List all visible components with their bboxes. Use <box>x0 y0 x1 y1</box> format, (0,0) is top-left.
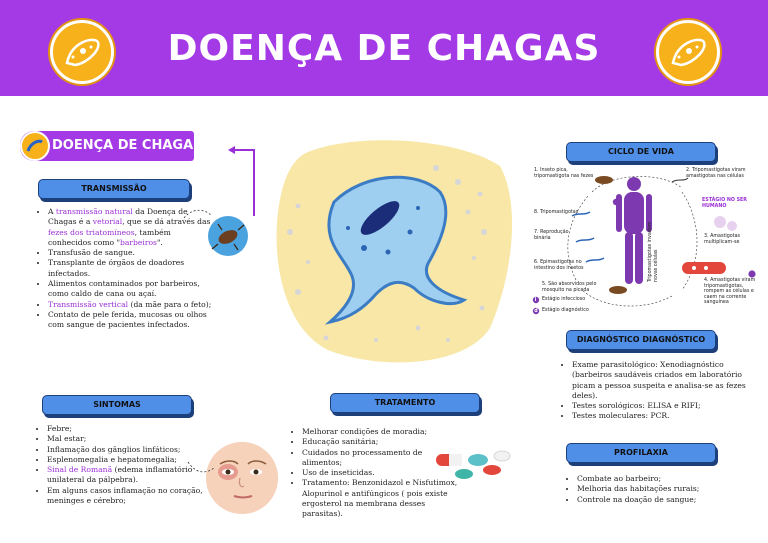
sintomas-heading: SINTOMAS <box>42 395 192 415</box>
cycle-vertical-label: Tripomastigotas invadem novas células <box>648 221 659 282</box>
dashed-arrow-icon-2 <box>187 461 215 473</box>
transmissao-list: A transmissão natural da Doença de Chaga… <box>36 207 212 331</box>
transmissao-item: Transfusão de sangue. <box>48 248 212 258</box>
cycle-step-5: 5. São absorvidos pelo mosquito na picad… <box>542 282 597 293</box>
diagnostico-item: Testes sorológicos: ELISA e RIFI; <box>572 401 750 411</box>
cycle-step-3: 3. Amastigotas multiplicam-se <box>704 234 741 245</box>
sintomas-list: Febre; Mal estar; Inflamação dos gânglio… <box>35 424 207 506</box>
tratamento-item: Cuidados no processamento de alimentos; <box>302 448 462 469</box>
stage-host-label: ESTÁGIO NO SER HUMANO <box>702 198 748 209</box>
diagnostico-item: Testes moleculares: PCR. <box>572 411 750 421</box>
cycle-step-6: 6. Epimastigotas no intestino dos inseto… <box>534 260 584 271</box>
tratamento-heading: TRATAMENTO <box>330 393 480 413</box>
transmissao-item: Transplante de órgãos de doadores infect… <box>48 258 212 279</box>
transmissao-item: Alimentos contaminados por barbeiros, co… <box>48 279 212 300</box>
trypanosoma-cell-icon <box>276 140 513 363</box>
side-title: DOENÇA DE CHAGAS <box>52 138 203 153</box>
face-icon <box>206 442 278 514</box>
tratamento-item: Uso de inseticidas. <box>302 468 462 478</box>
profilaxia-item: Melhoria das habitações rurais; <box>577 484 745 494</box>
sintoma-item: Febre; <box>47 424 207 434</box>
cycle-step-2: 2. Tripomastigotas viram amastigotas nas… <box>686 168 746 179</box>
profilaxia-item: Controle na doação de sangue; <box>577 495 745 505</box>
diagnostico-list: Exame parasitológico: Xenodiagnóstico (b… <box>560 360 750 422</box>
tratamento-item: Educação sanitária; <box>302 437 462 447</box>
trypanosoma-badge-icon-right <box>656 20 720 84</box>
life-cycle-diagram: 1. Inseto pica, tripomastigota nas fezes… <box>532 162 760 320</box>
sintoma-item: Em alguns casos inflamação no coração, m… <box>47 486 207 507</box>
transmissao-heading: TRANSMISSÃO <box>38 179 190 199</box>
legend-i-letter: i <box>534 297 537 303</box>
human-figure-icon <box>532 176 756 315</box>
legend-diagnostic: Estágio diagnóstico <box>542 308 589 313</box>
sintoma-item: Esplenomegalia e hepatomegalia; <box>47 455 207 465</box>
cycle-step-1: 1. Inseto pica, tripomastigota nas fezes <box>534 168 594 179</box>
pointer-arrow-icon <box>228 146 255 216</box>
transmissao-item: Contato de pele ferida, mucosas ou olhos… <box>48 310 212 331</box>
ciclo-heading: CICLO DE VIDA <box>566 142 716 162</box>
cycle-step-7: 7. Reprodução binária <box>534 230 569 241</box>
tratamento-item: Tratamento: Benzonidazol e Nisfutimox, A… <box>302 478 462 519</box>
header-banner <box>0 0 768 96</box>
transmissao-item: A transmissão natural da Doença de Chaga… <box>48 207 212 248</box>
sintoma-item: Sinal de Romanã (edema inflamatório unil… <box>47 465 207 486</box>
diagnostico-item: Exame parasitológico: Xenodiagnóstico (b… <box>572 360 750 401</box>
pills-icon <box>436 450 511 479</box>
transmissao-item: Transmissão vertical (da mãe para o feto… <box>48 300 212 310</box>
profilaxia-item: Combate ao barbeiro; <box>577 474 745 484</box>
profilaxia-list: Combate ao barbeiro; Melhoria das habita… <box>565 474 745 505</box>
sintoma-item: Mal estar; <box>47 434 207 444</box>
profilaxia-heading: PROFILAXIA <box>566 443 716 463</box>
dashed-arrow-icon <box>183 209 213 219</box>
page-title: DOENÇA DE CHAGAS <box>167 28 601 69</box>
sintoma-item: Inflamação dos gânglios linfáticos; <box>47 445 207 455</box>
diagnostico-heading: DIAGNÓSTICO DIAGNÓSTICO <box>566 330 716 350</box>
legend-d-letter: d <box>534 308 538 314</box>
cycle-step-4: 4. Amastigotas viram tripomastigotas, ro… <box>704 278 756 306</box>
trypanosoma-badge-icon <box>50 20 114 84</box>
barbeiro-insect-icon <box>208 216 248 256</box>
trypanosoma-small-icon <box>20 131 50 161</box>
cycle-step-8: 8. Tripomastigotas <box>534 210 579 215</box>
tratamento-list: Melhorar condições de moradia; Educação … <box>290 427 462 520</box>
tratamento-item: Melhorar condições de moradia; <box>302 427 462 437</box>
legend-infectious: Estágio infeccioso <box>542 297 586 302</box>
